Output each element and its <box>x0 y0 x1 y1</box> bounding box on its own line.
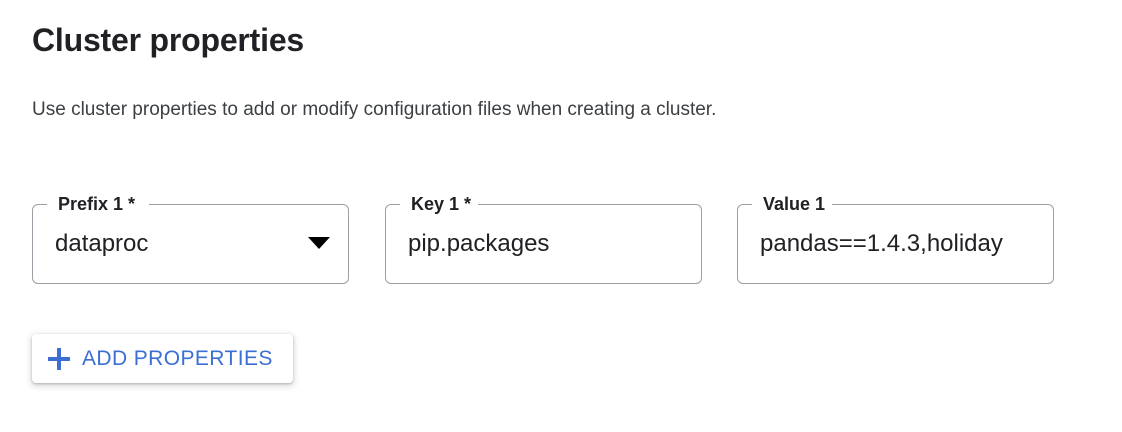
value-label: Value 1 <box>763 194 826 214</box>
prefix-label: Prefix 1 * <box>58 194 136 214</box>
key-label-notch <box>400 204 478 206</box>
prefix-value[interactable]: dataproc <box>55 230 149 257</box>
key-input-wrapper[interactable]: Key 1 * pip.packages <box>385 194 702 284</box>
prefix-label-notch <box>47 204 149 206</box>
value-label-notch <box>752 204 832 206</box>
prefix-select[interactable]: Prefix 1 * dataproc <box>32 194 349 284</box>
page-description: Use cluster properties to add or modify … <box>32 99 717 120</box>
add-properties-label: ADD PROPERTIES <box>82 346 273 370</box>
add-properties-button[interactable]: ADD PROPERTIES <box>32 334 293 383</box>
page-title: Cluster properties <box>32 22 305 58</box>
key-label: Key 1 * <box>411 194 472 214</box>
value-input[interactable]: pandas==1.4.3,holiday <box>760 230 1003 257</box>
chevron-down-icon[interactable] <box>308 237 330 249</box>
value-input-wrapper[interactable]: Value 1 pandas==1.4.3,holiday <box>737 194 1054 284</box>
key-input[interactable]: pip.packages <box>408 230 550 257</box>
plus-icon <box>48 347 70 370</box>
